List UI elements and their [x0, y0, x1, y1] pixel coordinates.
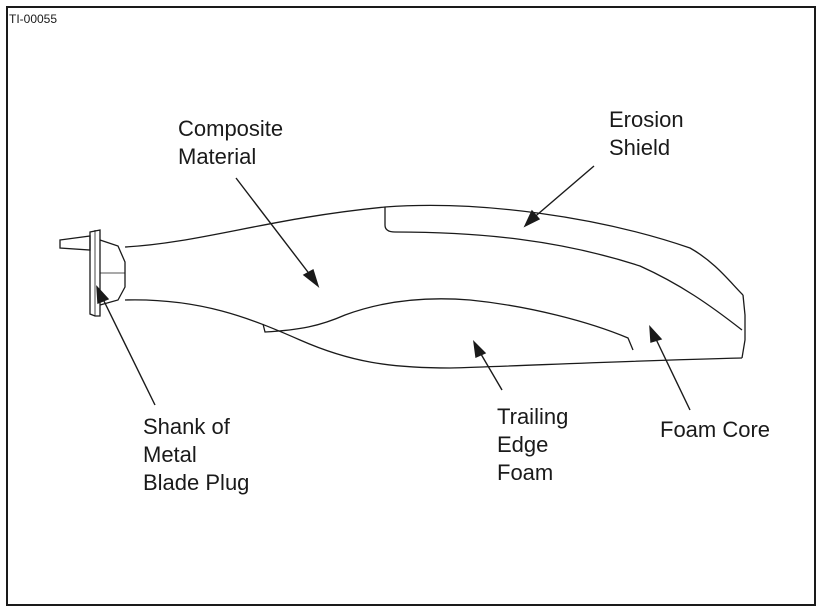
erosion-leader	[530, 165, 595, 221]
diagram-frame	[6, 6, 816, 606]
figure-id: TI-00055	[9, 12, 58, 26]
label-trailing-edge-foam: Trailing Edge Foam	[497, 404, 569, 485]
blade-upper-edge	[124, 204, 744, 296]
shank-leader	[100, 294, 156, 406]
foam-core-arrowhead	[649, 325, 663, 343]
plug-collar	[99, 239, 126, 306]
shank-arrowhead	[96, 285, 110, 305]
label-shank-of-metal-blade-plug: Shank of Metal Blade Plug	[143, 414, 250, 495]
plug-flange	[89, 229, 101, 317]
trailing-leader	[477, 348, 503, 391]
composite-arrowhead	[302, 268, 320, 288]
blade-tip	[741, 294, 746, 359]
erosion-arrowhead	[523, 209, 541, 228]
plug-tip	[59, 235, 91, 251]
foam-core-leader	[653, 334, 691, 411]
trailing-arrowhead	[473, 340, 487, 359]
label-composite-material: Composite Material	[178, 116, 284, 169]
label-foam-core: Foam Core	[660, 417, 771, 442]
label-erosion-shield: Erosion Shield	[609, 107, 684, 160]
erosion-shield-outline	[384, 207, 743, 331]
composite-leader	[235, 177, 315, 281]
trailing-edge-foam-outline	[262, 298, 634, 351]
blade-lower-edge	[124, 299, 743, 369]
